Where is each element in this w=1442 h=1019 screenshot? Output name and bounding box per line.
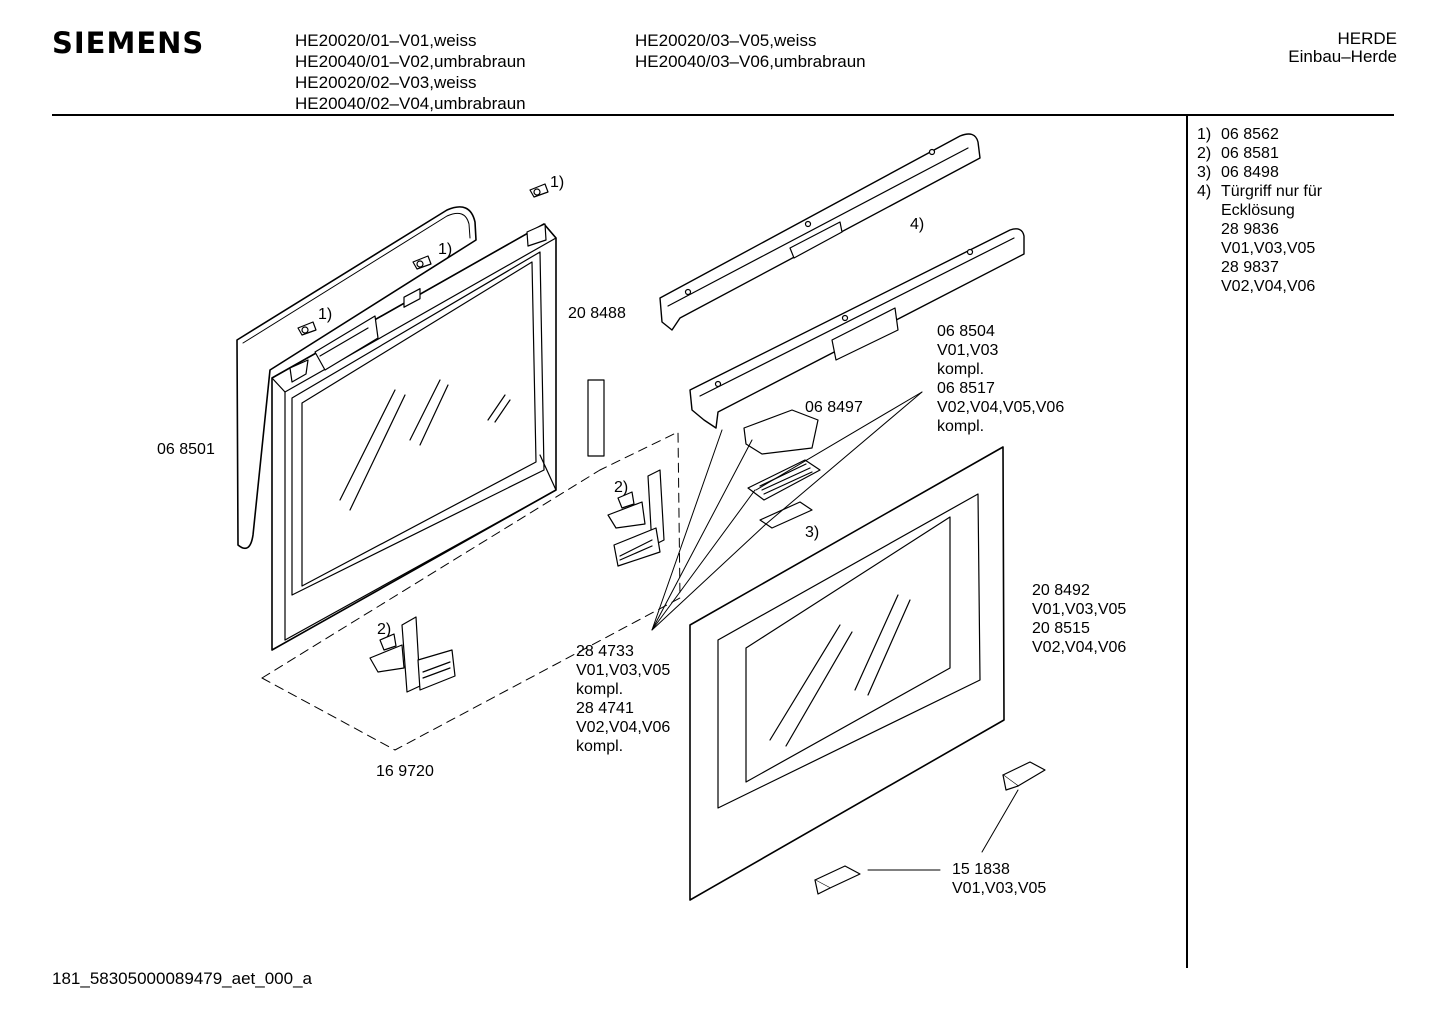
- callout-line: kompl.: [937, 361, 985, 378]
- small-gasket: [760, 502, 812, 528]
- callout-hinge-kit: 28 4733 V01,V03,V05 kompl. 28 4741 V02,V…: [576, 642, 670, 756]
- legend-subtext: V02,V04,V06: [1221, 278, 1316, 295]
- ref-marker-3: 3): [805, 524, 820, 541]
- callout-line: kompl.: [576, 738, 624, 755]
- clip-part-1: [298, 184, 548, 335]
- callout-line: 20 8492: [1032, 582, 1090, 599]
- model-line: HE20040/03–V06,umbrabraun: [635, 52, 866, 71]
- door-seal-gasket: [237, 207, 476, 548]
- brand-logo: SIEMENS: [52, 26, 205, 60]
- header-divider: [52, 114, 1394, 116]
- callout-line: V01,V03,V05: [1032, 601, 1127, 618]
- legend-num: 1): [1197, 126, 1212, 143]
- callout-line: V01,V03,V05: [952, 880, 1047, 897]
- legend-item: 2) 06 8581: [1197, 144, 1322, 163]
- model-list-right: HE20020/03–V05,weiss HE20040/03–V06,umbr…: [635, 30, 866, 72]
- inner-door-frame: [272, 224, 556, 650]
- latch-cover: [744, 410, 818, 454]
- parts-legend: 1) 06 8562 2) 06 8581 3) 06 8498 4) Türgriff…: [1197, 125, 1322, 296]
- callout-line: 15 1838: [952, 861, 1010, 878]
- callout-inner-frame: 06 8501: [157, 441, 215, 458]
- callout-latch-cover: 06 8497: [805, 399, 863, 416]
- insulation-strip: [588, 380, 604, 456]
- legend-item: 3) 06 8498: [1197, 163, 1322, 182]
- model-list-left: HE20020/01–V01,weiss HE20040/01–V02,umbr…: [295, 30, 526, 114]
- ref-marker-1: 1): [550, 174, 565, 191]
- callout-line: kompl.: [937, 418, 985, 435]
- callout-line: 06 8517: [937, 380, 995, 397]
- door-clip: [815, 762, 1045, 894]
- model-line: HE20020/01–V01,weiss: [295, 31, 477, 50]
- drawing-code: 181_58305000089479_aet_000_a: [52, 969, 312, 988]
- callout-trim-bar: 06 8504 V01,V03 kompl. 06 8517 V02,V04,V…: [937, 322, 1064, 436]
- model-line: HE20020/02–V03,weiss: [295, 73, 477, 92]
- legend-num: 3): [1197, 164, 1212, 181]
- category-sub: Einbau–Herde: [1288, 47, 1397, 66]
- category-label: HERDE Einbau–Herde: [1288, 30, 1397, 66]
- model-line: HE20040/02–V04,umbrabraun: [295, 94, 526, 113]
- callout-line: V01,V03,V05: [576, 662, 671, 679]
- legend-item: 1) 06 8562: [1197, 125, 1322, 144]
- callout-line: 28 4741: [576, 700, 634, 717]
- callout-line: 06 8504: [937, 323, 995, 340]
- ref-marker-1: 1): [438, 241, 453, 258]
- legend-text: 06 8498: [1221, 164, 1279, 181]
- callout-line: V02,V04,V06: [1032, 639, 1127, 656]
- legend-num: 2): [1197, 145, 1212, 162]
- legend-text: Türgriff nur für: [1221, 183, 1323, 200]
- legend-text: 06 8581: [1221, 145, 1279, 162]
- legend-text: 06 8562: [1221, 126, 1279, 143]
- legend-subtext: Ecklösung: [1221, 202, 1295, 219]
- callout-line: V02,V04,V06: [576, 719, 671, 736]
- callout-line: V01,V03: [937, 342, 999, 359]
- door-trim-bar: [690, 229, 1024, 428]
- callout-line: kompl.: [576, 681, 624, 698]
- outer-door-panel: [690, 447, 1004, 900]
- ref-marker-1: 1): [318, 306, 333, 323]
- legend-item: 4) Türgriff nur für: [1197, 182, 1322, 201]
- callout-line: 28 4733: [576, 643, 634, 660]
- callout-insulation: 20 8488: [568, 305, 626, 322]
- ref-marker-2: 2): [377, 621, 392, 638]
- legend-subtext: 28 9836: [1221, 221, 1279, 238]
- ref-marker-2: 2): [614, 479, 629, 496]
- legend-subtext: V01,V03,V05: [1221, 240, 1316, 257]
- vent-grille: [748, 460, 820, 500]
- model-line: HE20040/01–V02,umbrabraun: [295, 52, 526, 71]
- legend-num: 4): [1197, 183, 1212, 200]
- callout-door-clip: 15 1838 V01,V03,V05: [952, 860, 1046, 898]
- callout-line: V02,V04,V05,V06: [937, 399, 1065, 416]
- leader-lines: [652, 392, 1018, 870]
- door-handle-bar: [660, 134, 980, 330]
- legend-divider: [1186, 116, 1188, 968]
- category-main: HERDE: [1337, 29, 1397, 48]
- model-line: HE20020/03–V05,weiss: [635, 31, 817, 50]
- callout-line: 20 8515: [1032, 620, 1090, 637]
- legend-subtext: 28 9837: [1221, 259, 1279, 276]
- hinge-assembly: [370, 470, 664, 692]
- callout-outer-panel: 20 8492 V01,V03,V05 20 8515 V02,V04,V06: [1032, 581, 1126, 657]
- callout-dashed-assembly: 16 9720: [376, 763, 434, 780]
- assembly-guide-lines: [262, 432, 680, 750]
- ref-marker-4: 4): [910, 216, 925, 233]
